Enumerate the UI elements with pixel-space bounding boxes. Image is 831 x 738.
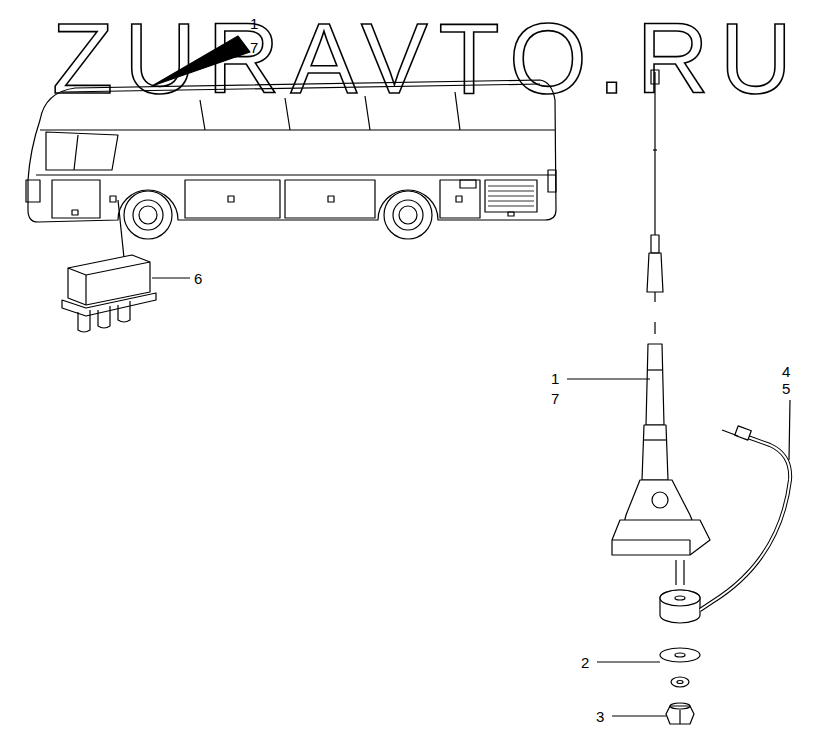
watermark: ZURAVTO.RU xyxy=(52,8,803,108)
callout-number: 3 xyxy=(596,709,604,724)
antenna-drawing xyxy=(567,70,790,724)
callout-number: 6 xyxy=(194,271,202,286)
callout-number: 1 xyxy=(250,16,258,31)
callout-number: 2 xyxy=(581,655,589,670)
radio-module xyxy=(62,200,190,332)
callout-number: 7 xyxy=(551,391,559,406)
callout-number: 4 xyxy=(782,364,790,379)
callout-number: 7 xyxy=(250,40,258,55)
callout-number: 1 xyxy=(551,371,559,386)
callout-number: 5 xyxy=(782,381,790,396)
